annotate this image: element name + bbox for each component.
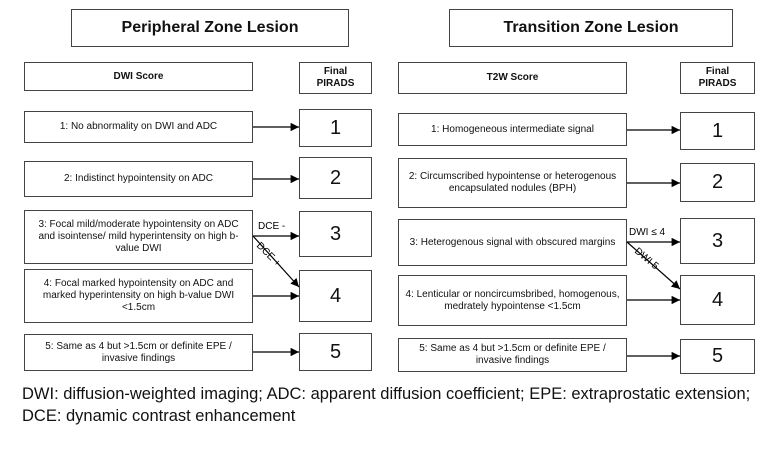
peripheral-score-1: 1: No abnormality on DWI and ADC — [24, 111, 253, 143]
peripheral-score-header: DWI Score — [24, 62, 253, 91]
transition-final-header: Final PIRADS — [680, 62, 755, 94]
transition-final-5: 5 — [680, 339, 755, 374]
peripheral-final-2: 2 — [299, 157, 372, 199]
peripheral-score-3: 3: Focal mild/moderate hypointensity on … — [24, 210, 253, 264]
peripheral-final-5: 5 — [299, 333, 372, 371]
transition-final-3: 3 — [680, 218, 755, 264]
transition-score-3: 3: Heterogenous signal with obscured mar… — [398, 219, 627, 266]
transition-zone-title: Transition Zone Lesion — [449, 9, 733, 47]
transition-final-2: 2 — [680, 163, 755, 202]
label-dce-plus: DCE + — [254, 240, 283, 269]
abbreviations-caption: DWI: diffusion-weighted imaging; ADC: ap… — [22, 385, 751, 425]
transition-score-1: 1: Homogeneous intermediate signal — [398, 113, 627, 146]
peripheral-final-3: 3 — [299, 211, 372, 257]
peripheral-zone-title: Peripheral Zone Lesion — [71, 9, 349, 47]
transition-final-header-text: Final PIRADS — [698, 66, 737, 89]
arrow-t3-dwi5 — [626, 241, 681, 290]
peripheral-score-2: 2: Indistinct hypointensity on ADC — [24, 161, 253, 197]
label-dce-minus: DCE - — [258, 221, 285, 232]
arrow-p3-dce-plus — [252, 235, 300, 288]
transition-score-5: 5: Same as 4 but >1.5cm or definite EPE … — [398, 338, 627, 372]
transition-final-4: 4 — [680, 275, 755, 325]
peripheral-score-5: 5: Same as 4 but >1.5cm or definite EPE … — [24, 334, 253, 371]
transition-score-2: 2: Circumscribed hypointense or heteroge… — [398, 158, 627, 208]
peripheral-final-1: 1 — [299, 109, 372, 147]
label-dwi5: DWI 5 — [632, 246, 661, 273]
transition-score-header: T2W Score — [398, 62, 627, 94]
peripheral-score-4: 4: Focal marked hypointensity on ADC and… — [24, 269, 253, 323]
transition-score-4: 4: Lenticular or noncircumsbribed, homog… — [398, 275, 627, 326]
label-dwi-le4: DWI ≤ 4 — [629, 227, 665, 238]
transition-final-1: 1 — [680, 112, 755, 150]
peripheral-final-header-text: Final PIRADS — [316, 66, 355, 89]
peripheral-final-header: Final PIRADS — [299, 62, 372, 94]
peripheral-final-4: 4 — [299, 270, 372, 322]
